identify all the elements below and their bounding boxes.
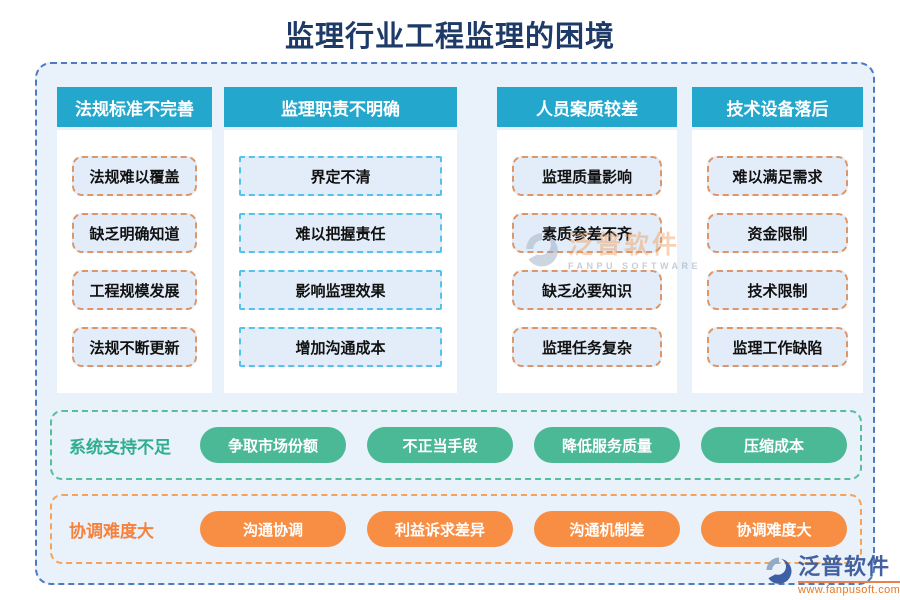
item-box: 缺乏明确知道 <box>72 213 197 253</box>
item-box: 缺乏必要知识 <box>512 270 662 310</box>
column-body: 监理质量影响 素质参差不齐 缺乏必要知识 监理任务复杂 <box>497 130 677 393</box>
pill: 降低服务质量 <box>534 427 680 463</box>
pills-group: 争取市场份额 不正当手段 降低服务质量 压缩成本 <box>200 427 847 463</box>
item-box: 难以满足需求 <box>707 156 848 196</box>
row-system-support: 系统支持不足 争取市场份额 不正当手段 降低服务质量 压缩成本 <box>50 410 862 480</box>
fanpu-brand: 泛普软件 www.fanpusoft.com <box>764 554 900 596</box>
column-personnel-quality: 人员案质较差 监理质量影响 素质参差不齐 缺乏必要知识 监理任务复杂 <box>497 87 677 393</box>
item-box: 工程规模发展 <box>72 270 197 310</box>
column-body: 法规难以覆盖 缺乏明确知道 工程规模发展 法规不断更新 <box>57 130 212 393</box>
page-title: 监理行业工程监理的困境 <box>284 21 615 53</box>
item-box: 增加沟通成本 <box>239 327 442 367</box>
pill: 沟通协调 <box>200 511 346 547</box>
pills-group: 沟通协调 利益诉求差异 沟通机制差 协调难度大 <box>200 511 847 547</box>
row-coordination-difficulty: 协调难度大 沟通协调 利益诉求差异 沟通机制差 协调难度大 <box>50 494 862 564</box>
item-box: 法规难以覆盖 <box>72 156 197 196</box>
fanpu-logo-icon <box>764 555 794 590</box>
item-box: 法规不断更新 <box>72 327 197 367</box>
pill: 争取市场份额 <box>200 427 346 463</box>
column-duties-unclear: 监理职责不明确 界定不清 难以把握责任 影响监理效果 增加沟通成本 <box>224 87 457 393</box>
pill: 利益诉求差异 <box>367 511 513 547</box>
item-box: 难以把握责任 <box>239 213 442 253</box>
pill: 压缩成本 <box>701 427 847 463</box>
column-laws-standards: 法规标准不完善 法规难以覆盖 缺乏明确知道 工程规模发展 法规不断更新 <box>57 87 212 393</box>
item-box: 界定不清 <box>239 156 442 196</box>
column-tech-equipment: 技术设备落后 难以满足需求 资金限制 技术限制 监理工作缺陷 <box>692 87 863 393</box>
pill: 不正当手段 <box>367 427 513 463</box>
column-header: 技术设备落后 <box>692 87 863 127</box>
item-box: 资金限制 <box>707 213 848 253</box>
brand-name: 泛普软件 <box>798 554 891 579</box>
pill: 沟通机制差 <box>534 511 680 547</box>
column-body: 难以满足需求 资金限制 技术限制 监理工作缺陷 <box>692 130 863 393</box>
item-box: 素质参差不齐 <box>512 213 662 253</box>
item-box: 监理工作缺陷 <box>707 327 848 367</box>
column-header: 人员案质较差 <box>497 87 677 127</box>
column-header: 监理职责不明确 <box>224 87 457 127</box>
item-box: 监理任务复杂 <box>512 327 662 367</box>
item-box: 影响监理效果 <box>239 270 442 310</box>
item-box: 监理质量影响 <box>512 156 662 196</box>
columns-area: 法规标准不完善 法规难以覆盖 缺乏明确知道 工程规模发展 法规不断更新 监理职责… <box>57 87 863 393</box>
brand-url: www.fanpusoft.com <box>798 581 900 596</box>
row-label: 协调难度大 <box>69 521 154 541</box>
column-header: 法规标准不完善 <box>57 87 212 127</box>
item-box: 技术限制 <box>707 270 848 310</box>
pill: 协调难度大 <box>701 511 847 547</box>
row-label: 系统支持不足 <box>69 437 171 457</box>
diagram-board: 法规标准不完善 法规难以覆盖 缺乏明确知道 工程规模发展 法规不断更新 监理职责… <box>35 62 875 585</box>
brand-text: 泛普软件 www.fanpusoft.com <box>798 554 900 596</box>
column-body: 界定不清 难以把握责任 影响监理效果 增加沟通成本 <box>224 130 457 393</box>
